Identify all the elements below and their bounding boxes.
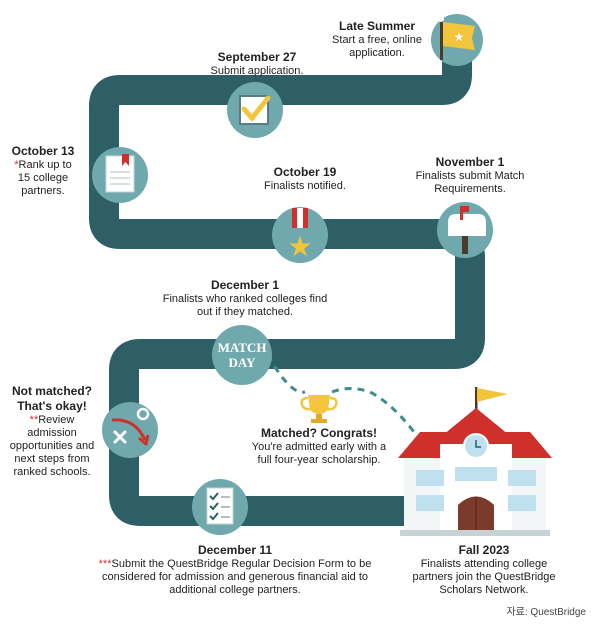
step-october-13: October 13 *Rank up to 15 college partne… — [8, 144, 78, 198]
flag-icon: ★ — [431, 14, 483, 66]
step-text: Start a free, online application. — [332, 34, 422, 59]
school-icon — [398, 387, 552, 536]
asterisk-mark: ** — [29, 414, 39, 426]
medal-icon: ★ — [272, 207, 328, 263]
matched-text: You're admitted early with a full four-y… — [251, 441, 387, 466]
step-text: Submit application. — [210, 65, 304, 77]
step-october-19: October 19 Finalists notified. — [245, 165, 365, 193]
step-date: December 11 — [197, 543, 273, 557]
not-matched-note: Not matched? That's okay! **Review admis… — [8, 384, 96, 479]
tic-tac-toe-icon — [102, 402, 158, 458]
step-date: October 19 — [273, 165, 337, 179]
step-september-27: September 27 Submit application. — [192, 50, 322, 78]
step-fall-2023: Fall 2023 Finalists attending college pa… — [404, 543, 564, 597]
checkbox-icon — [227, 82, 283, 138]
checklist-icon — [192, 479, 248, 535]
step-date: September 27 — [217, 50, 297, 64]
svg-text:★: ★ — [454, 30, 465, 44]
step-date: Late Summer — [338, 19, 416, 33]
step-december-11: December 11 ***Submit the QuestBridge Re… — [95, 543, 375, 597]
step-date: October 13 — [11, 144, 75, 158]
step-text: Finalists notified. — [264, 180, 346, 192]
step-late-summer: Late Summer Start a free, online applica… — [322, 19, 432, 60]
asterisk-mark: * — [14, 159, 19, 171]
trophy-icon — [300, 395, 338, 423]
not-matched-title-2: That's okay! — [17, 399, 87, 413]
match-day-icon — [212, 325, 272, 385]
not-matched-title-1: Not matched? — [11, 384, 92, 398]
svg-text:★: ★ — [287, 231, 312, 262]
matched-title: Matched? Congrats! — [260, 426, 377, 440]
step-date: December 1 — [210, 278, 280, 292]
step-text: Rank up to 15 college partners. — [17, 159, 72, 197]
matched-dashed-route — [266, 354, 422, 441]
mailbox-icon — [437, 202, 493, 258]
matched-note: Matched? Congrats! You're admitted early… — [244, 426, 394, 467]
step-text: Finalists who ranked colleges find out i… — [162, 293, 328, 318]
step-text: Finalists attending college partners joi… — [412, 558, 556, 596]
source-credit: 자료: QuestBridge — [506, 607, 586, 618]
step-text: Finalists submit Match Requirements. — [415, 170, 525, 195]
step-november-1: November 1 Finalists submit Match Requir… — [410, 155, 530, 196]
step-december-1: December 1 Finalists who ranked colleges… — [155, 278, 335, 319]
step-date: Fall 2023 — [458, 543, 510, 557]
step-date: November 1 — [435, 155, 505, 169]
step-text: Submit the QuestBridge Regular Decision … — [102, 558, 372, 596]
asterisk-mark: *** — [98, 558, 112, 570]
match-day-line2: DAY — [228, 355, 256, 370]
document-icon — [92, 147, 148, 203]
match-day-badge: MATCH DAY — [212, 340, 272, 370]
not-matched-text: Review admission opportunities and next … — [9, 414, 95, 478]
match-day-line1: MATCH — [217, 340, 267, 355]
